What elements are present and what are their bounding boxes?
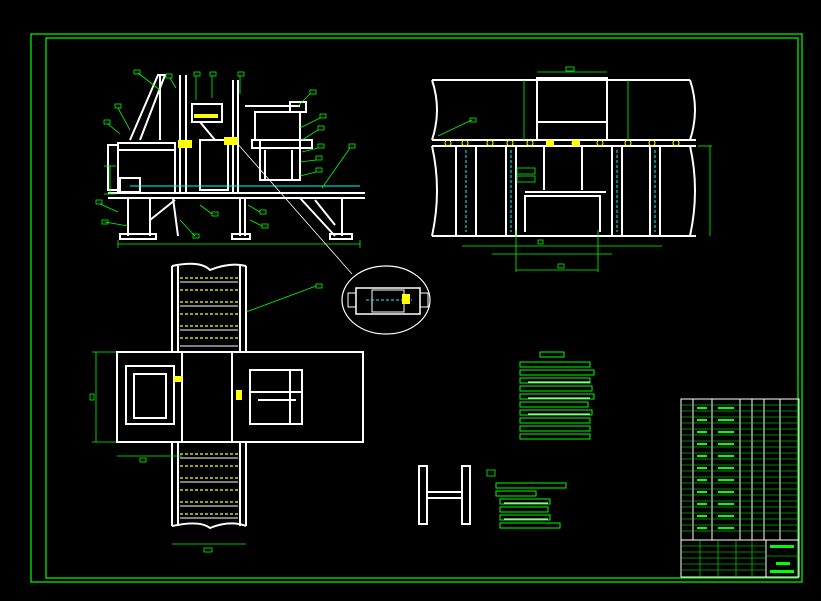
plan-view-dimensions (89, 283, 323, 553)
technical-notes-upper (519, 351, 595, 440)
h-beam-label (486, 469, 496, 477)
side-elevation-view (431, 77, 696, 237)
technical-notes-white (504, 381, 590, 520)
side-elevation-highlights (546, 140, 580, 146)
front-elevation-leaders (95, 69, 361, 248)
plan-view-slat-outlines (180, 281, 238, 519)
side-elevation-dimensions (437, 66, 712, 272)
technical-notes-lower (495, 482, 567, 529)
title-block-entries (697, 407, 794, 573)
plan-view-highlights (174, 376, 242, 400)
plan-view (116, 262, 364, 530)
drawing-frame (30, 33, 803, 583)
detail-callout (235, 141, 431, 335)
title-block-rows (681, 404, 799, 577)
front-elevation-highlights (178, 114, 238, 148)
detail-circle (341, 265, 431, 335)
side-elevation-hidden-lines (465, 150, 656, 232)
title-block (680, 398, 800, 578)
h-beam-section (418, 465, 471, 525)
